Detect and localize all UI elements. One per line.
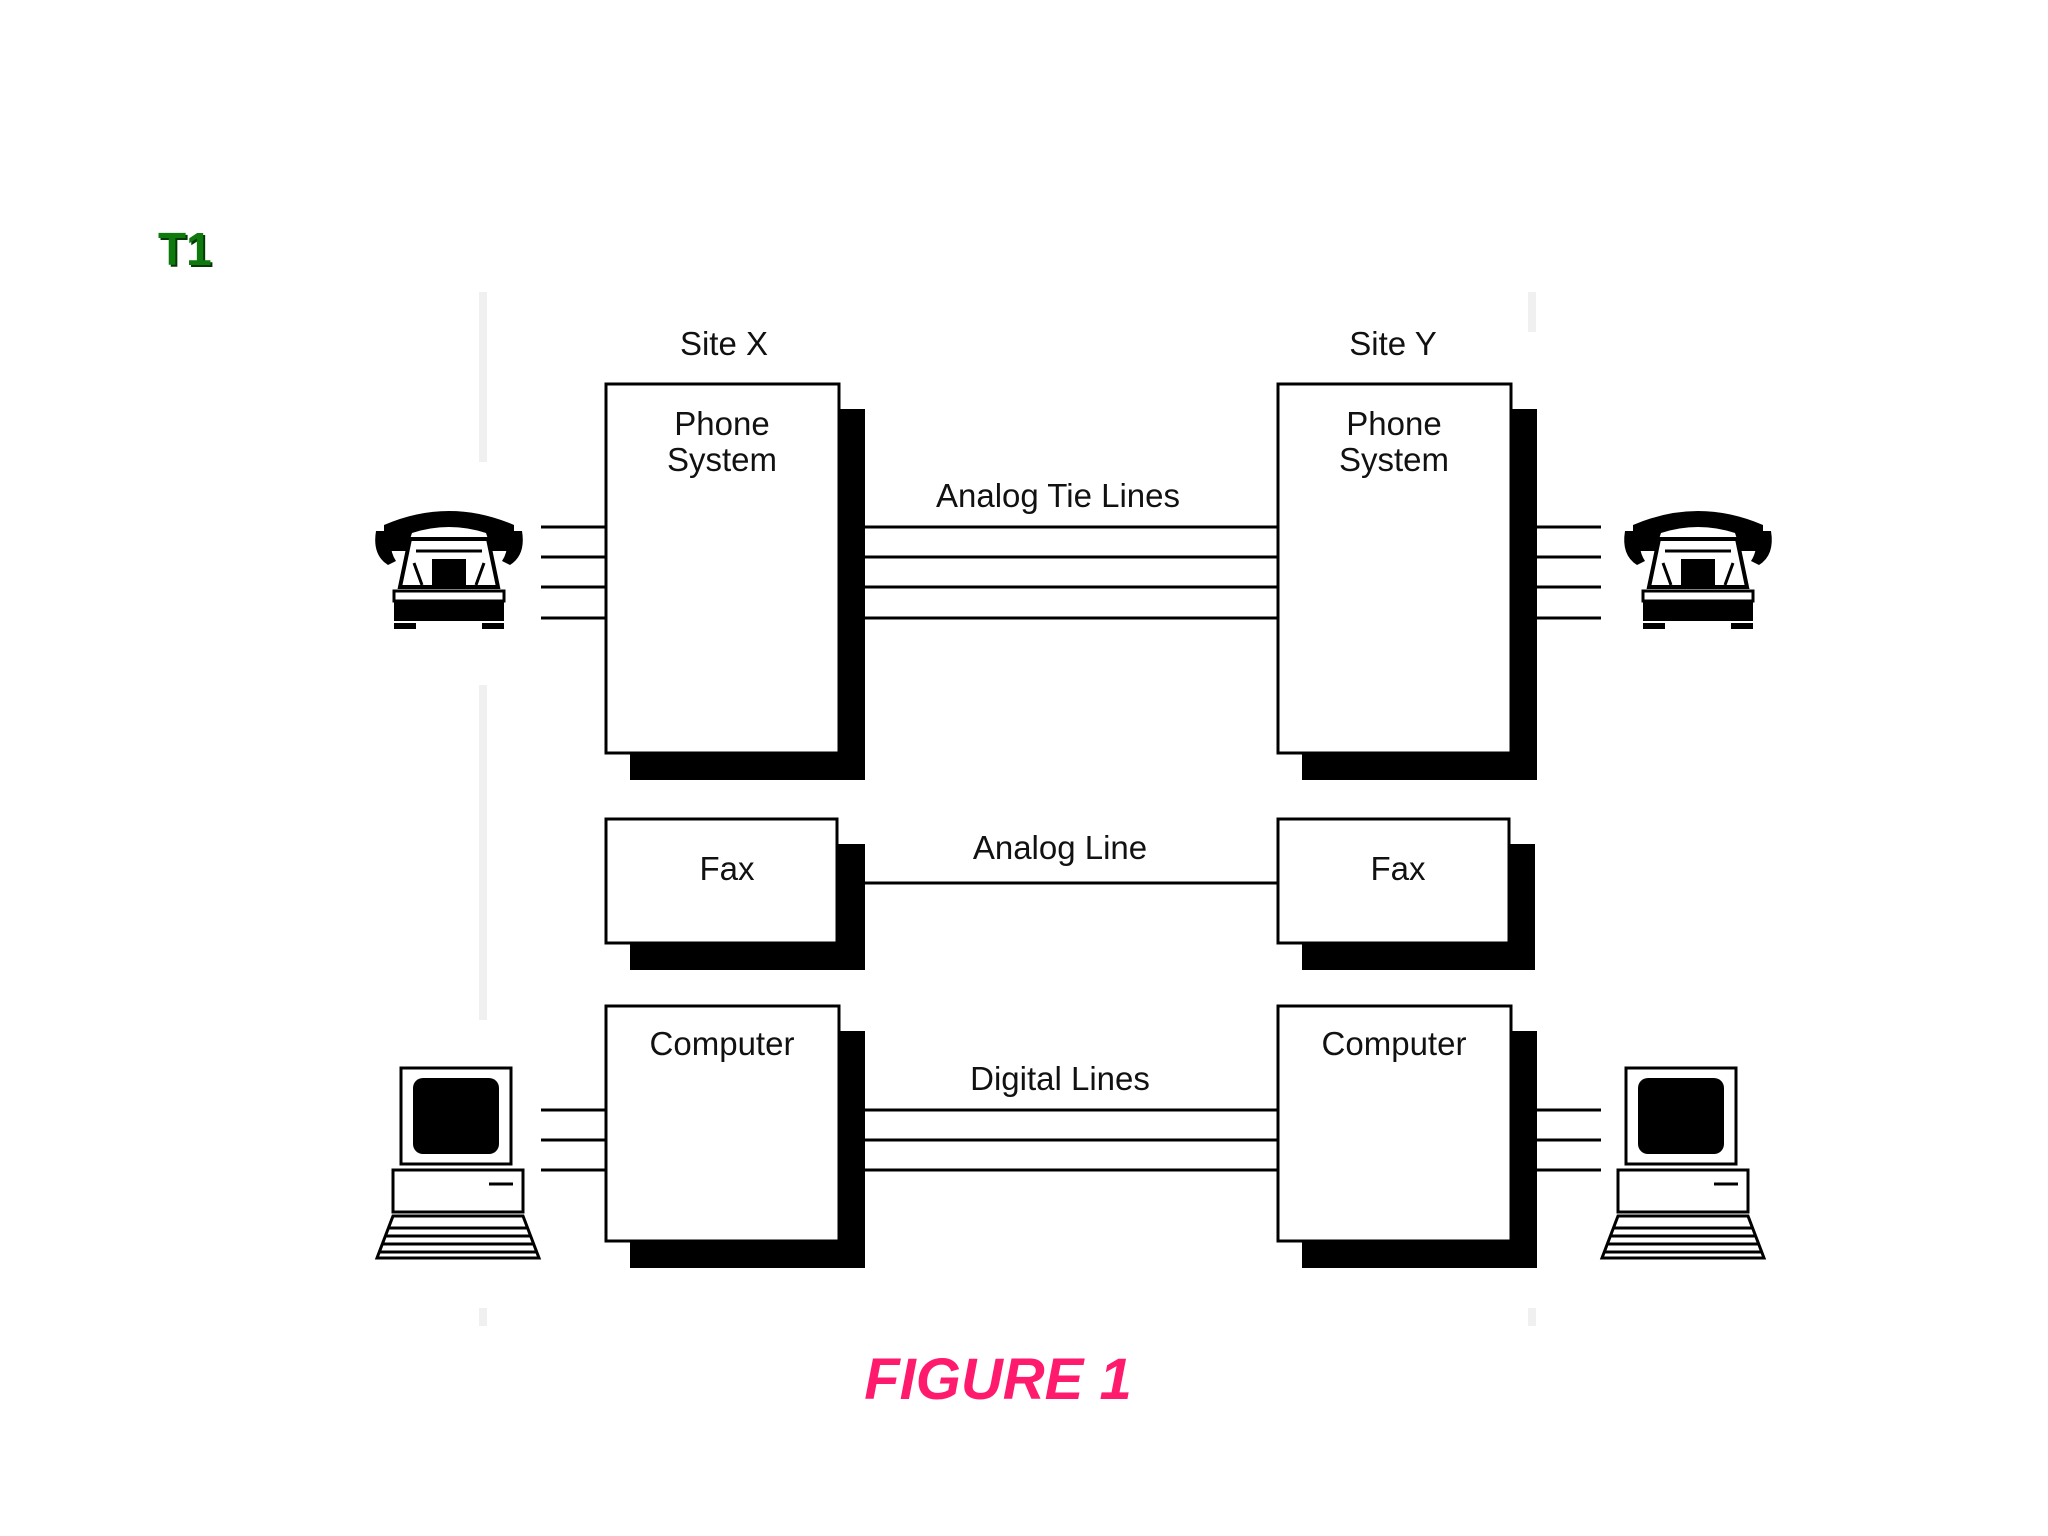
computer-site-y: Computer bbox=[1276, 1004, 1537, 1268]
computer-x-label: Computer bbox=[650, 1025, 795, 1062]
fax-x-label: Fax bbox=[699, 850, 755, 887]
telephone-icon bbox=[1624, 511, 1772, 629]
computer-y-label: Computer bbox=[1322, 1025, 1467, 1062]
slide-title: T1 bbox=[158, 223, 212, 275]
guide-lines bbox=[479, 292, 1536, 1326]
fax-y-label: Fax bbox=[1370, 850, 1426, 887]
figure-caption: FIGURE 1 bbox=[864, 1347, 1132, 1412]
digital-lines-label: Digital Lines bbox=[970, 1060, 1150, 1097]
fax-site-y: Fax bbox=[1276, 817, 1535, 970]
computer-icon bbox=[374, 1066, 542, 1260]
analog-tie-lines-label: Analog Tie Lines bbox=[936, 477, 1180, 514]
phone-system-y-label-1: Phone bbox=[1346, 405, 1441, 442]
computer-stub-lines-right bbox=[1537, 1108, 1601, 1172]
computer-icon bbox=[1599, 1066, 1767, 1260]
analog-line-label: Analog Line bbox=[973, 829, 1147, 866]
fax-site-x: Fax bbox=[604, 817, 865, 970]
phone-system-site-y: Phone System bbox=[1276, 382, 1537, 780]
phone-system-x-label-1: Phone bbox=[674, 405, 769, 442]
site-x-label: Site X bbox=[680, 325, 768, 362]
site-y-label: Site Y bbox=[1349, 325, 1436, 362]
phone-stub-lines-left bbox=[541, 525, 606, 620]
telephone-icon bbox=[375, 511, 523, 629]
analog-tie-lines bbox=[864, 525, 1278, 620]
phone-system-x-label-2: System bbox=[667, 441, 777, 478]
phone-stub-lines-right bbox=[1537, 525, 1601, 620]
computer-site-x: Computer bbox=[604, 1004, 865, 1268]
phone-system-site-x: Phone System bbox=[604, 382, 865, 780]
phone-system-y-label-2: System bbox=[1339, 441, 1449, 478]
computer-stub-lines-left bbox=[541, 1108, 606, 1172]
digital-lines bbox=[864, 1108, 1278, 1172]
